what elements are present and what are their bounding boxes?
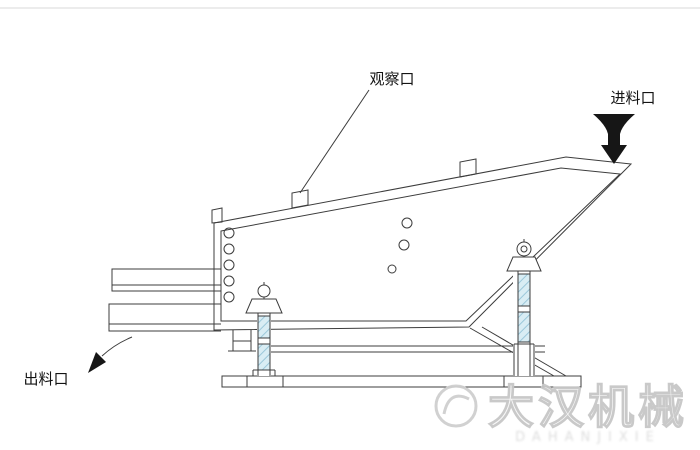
bolt-hole: [223, 275, 235, 287]
mount-bolt: [257, 284, 271, 298]
bolt-hole: [223, 227, 235, 239]
bolt-holes-left: [223, 227, 235, 303]
discharge-chutes: [108, 268, 221, 332]
observation-port-tab: [291, 189, 309, 209]
observation-leader-line: [299, 89, 370, 194]
feed-inlet-arrow: [593, 114, 635, 164]
bolt-hole: [401, 217, 413, 229]
watermark: 大汉机械 DAHANJIXIE: [434, 379, 688, 445]
arrow-head: [88, 352, 106, 373]
mount-bolt: [516, 241, 532, 257]
screen-body: [211, 156, 633, 331]
mount-bolt-inner: [520, 245, 528, 253]
base-bar: [221, 375, 582, 388]
bolt-hole: [223, 259, 235, 271]
watermark-brand-text: 大汉机械: [488, 380, 688, 434]
bolt-hole: [223, 291, 235, 303]
screen-body-inner-line: [220, 167, 622, 322]
front-spring-support: [245, 282, 283, 376]
top-left-tab: [211, 207, 223, 224]
brace-line: [469, 327, 555, 377]
mount-trapezoid: [506, 256, 542, 272]
upper-chute: [111, 268, 221, 292]
discharge-outlet-label: 出料口: [23, 370, 68, 388]
bolt-holes-middle: [387, 217, 413, 274]
frame-rail: [270, 345, 545, 353]
spring-hatch: [518, 274, 530, 306]
spring-hatch: [258, 316, 270, 338]
discharge-bracket: [228, 330, 256, 352]
funnel-shape: [593, 114, 635, 164]
observation-port-label: 观察口: [369, 70, 414, 88]
bolt-hole: [223, 243, 235, 255]
spring-hatch: [258, 344, 270, 370]
bolt-hole: [398, 239, 410, 251]
observation-port-tab: [459, 158, 477, 178]
lower-chute: [108, 303, 221, 332]
arrow-tail: [101, 336, 133, 357]
watermark-logo-swoosh-icon: [442, 394, 470, 415]
spring-hatch: [518, 312, 530, 342]
feed-inlet-label: 进料口: [610, 89, 655, 107]
watermark-subtext: DAHANJIXIE: [515, 430, 661, 445]
watermark-logo-icon: [434, 384, 478, 428]
discharge-arrow: [88, 336, 133, 373]
rear-spring-support: [506, 239, 542, 376]
screen-body-outline: [213, 156, 633, 331]
bolt-hole: [387, 264, 397, 274]
base-frame: [221, 375, 582, 388]
mount-trapezoid: [245, 298, 283, 314]
